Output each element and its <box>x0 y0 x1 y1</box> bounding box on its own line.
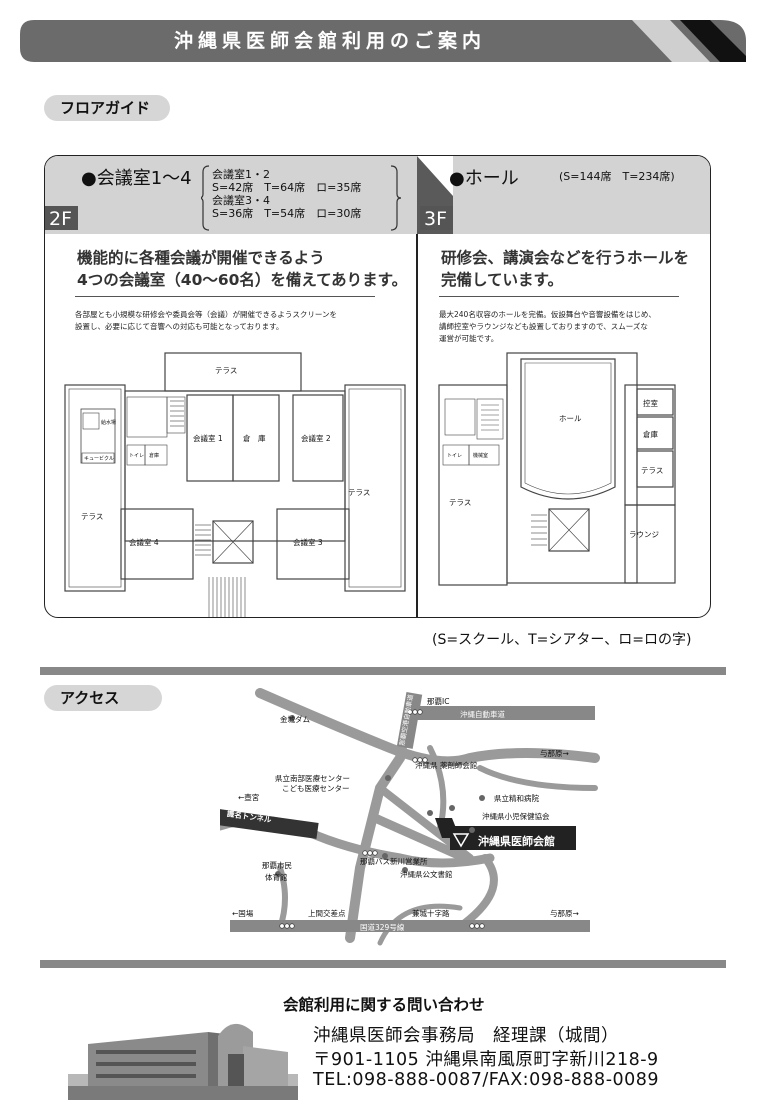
contact-tel: TEL:098-888-0087/FAX:098-888-0089 <box>313 1070 660 1090</box>
access-label: アクセス <box>44 685 162 711</box>
floor2-room-title: ●会議室1〜4 <box>81 168 192 189</box>
map-gym-1: 那覇市民 <box>262 860 292 870</box>
floor2-kitchen: 給水場 <box>101 419 116 426</box>
building-photo <box>68 1023 298 1100</box>
floor2-room4: 会議室 4 <box>129 537 159 547</box>
floor2-tag: 2F <box>45 206 79 230</box>
map-archive: 沖縄県公文書館 <box>400 869 453 879</box>
floor3-headline-2: 完備しています。 <box>441 271 563 289</box>
map-kokuba: ←国場 <box>232 908 254 918</box>
floor-divider <box>416 234 418 617</box>
seat-legend-note: (S=スクール、T=シアター、ロ=ロの字) <box>432 632 692 648</box>
floor2-seat-line-1: 会議室1・2 <box>212 168 270 181</box>
section-rule-top <box>40 667 726 675</box>
floor3-headline-1: 研修会、講演会などを行うホールを <box>441 249 690 267</box>
floor2-warehouse: 倉庫 <box>149 452 159 459</box>
map-shinkawa: 兼城十字路 <box>412 908 450 918</box>
floor3-terrace-left: テラス <box>449 498 471 507</box>
floor3-storage: 倉庫 <box>643 429 658 439</box>
floor3-tag: 3F <box>420 206 454 230</box>
map-bus: 那覇バス新川営業所 <box>360 856 428 866</box>
floor3-rule <box>439 296 679 297</box>
floor3-header <box>417 156 710 234</box>
map-child-health: 沖縄県小児保健協会 <box>482 811 550 821</box>
map-yonabaru-bottom: 与那原→ <box>550 909 579 918</box>
floor3-terrace-right: テラス <box>641 466 663 475</box>
floor2-desc-2: 設置し、必要に応じて音響への対応も可能となっております。 <box>75 322 284 331</box>
map-ueno: 上間交差点 <box>308 908 346 918</box>
map-tsuboya: ←壺宮 <box>238 792 259 802</box>
floor2-header <box>45 156 417 234</box>
floor2-seat-line-3: 会議室3・4 <box>212 194 270 207</box>
floor3-desc-3: 運営が可能です。 <box>439 334 499 343</box>
floor2-seat-bracket <box>201 165 401 231</box>
floor2-terrace-left: テラス <box>81 512 103 521</box>
floor2-terrace-right: テラス <box>348 488 370 497</box>
map-seiwa: 県立精和病院 <box>494 793 539 803</box>
floor-guide-panel: 2F ●会議室1〜4 会議室1・2 S=42席 T=64席 ロ=35席 会議室3… <box>44 155 711 618</box>
floor3-toilet: トイレ <box>447 453 462 459</box>
floor2-headline-1: 機能的に各種会議が開催できるよう <box>77 249 325 267</box>
floor3-machine: 機械室 <box>473 452 488 459</box>
header-banner <box>20 20 746 62</box>
contact-address: 〒901-1105 沖縄県南風原町字新川218-9 <box>313 1050 659 1070</box>
floor2-room2: 会議室 2 <box>301 433 331 443</box>
floor2-rule <box>75 296 375 297</box>
floor3-plan: ホール 控室 倉庫 テラス テラス ラウンジ トイレ 機械室 <box>438 352 676 586</box>
floor3-room-title: ●ホール <box>449 168 519 189</box>
map-okinawa-pharm: 沖縄県 薬剤師会館 <box>415 760 477 770</box>
floor3-desc-2: 講師控室やラウンジなども設置しておりますので、スムーズな <box>439 322 648 331</box>
floor2-storage: 倉 庫 <box>243 433 266 443</box>
map-gym-2: 体育館 <box>265 872 288 882</box>
floor2-seat-line-2: S=42席 T=64席 ロ=35席 <box>212 181 362 194</box>
map-route329: 国道329号線 <box>360 922 405 932</box>
floor3-waiting: 控室 <box>643 398 658 408</box>
page-title: 沖縄県医師会館利用のご案内 <box>173 30 486 52</box>
map-hospital-1: 県立南部医療センター <box>275 773 350 783</box>
map-hospital-2: こども医療センター <box>282 783 350 793</box>
floor3-seats: (S=144席 T=234席) <box>559 170 675 183</box>
floor2-desc-1: 各部屋とも小規模な研修会や委員会等（会議）が開催できるようスクリーンを <box>75 310 337 319</box>
map-naha-ic: 那覇IC <box>427 697 449 706</box>
floor2-toilet: トイレ <box>129 453 144 459</box>
contact-title: 会館利用に関する問い合わせ <box>283 996 485 1014</box>
floor2-cubicle: キュービクル <box>84 455 114 462</box>
floor3-lounge: ラウンジ <box>629 530 659 539</box>
floor2-terrace-top: テラス <box>215 366 237 375</box>
access-map: 那覇IC 沖縄自動車道 金城ダム 与那原→ 沖縄県 薬剤師会館 県立南部医療セン… <box>220 688 600 946</box>
map-ishikai: 沖縄県医師会館 <box>478 834 555 848</box>
floor2-room3: 会議室 3 <box>293 537 323 547</box>
floor2-seat-line-4: S=36席 T=54席 ロ=30席 <box>212 207 362 220</box>
floor-guide-label: フロアガイド <box>44 95 170 121</box>
floor2-headline-2: 4つの会議室（40〜60名）を備えてあります。 <box>77 271 408 289</box>
map-expressway: 沖縄自動車道 <box>460 709 505 719</box>
map-kanjo-dam: 金城ダム <box>280 714 310 724</box>
contact-office: 沖縄県医師会事務局 経理課（城間） <box>313 1026 619 1046</box>
section-rule-bottom <box>40 960 726 968</box>
floor2-plan: テラス 会議室 1 倉 庫 会議室 2 テラス テラス 会議室 4 会議室 3 … <box>64 352 406 617</box>
map-yonabaru-top: 与那原→ <box>540 749 569 758</box>
floor3-hall: ホール <box>559 414 582 423</box>
floor3-desc-1: 最大240名収容のホールを完備。仮設舞台や音響設備をはじめ、 <box>439 310 656 319</box>
floor2-room1: 会議室 1 <box>193 433 223 443</box>
